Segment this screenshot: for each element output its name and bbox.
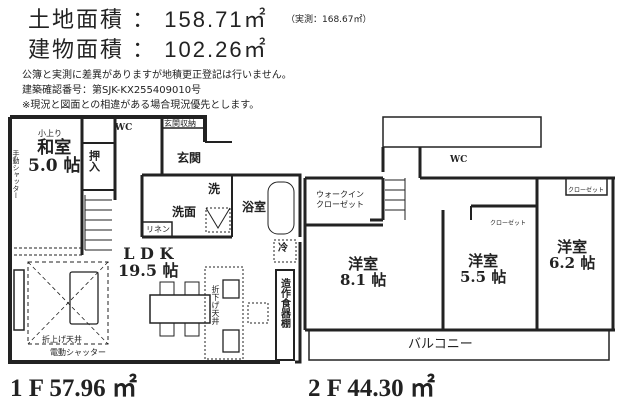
building-area-label: 建物面積: [28, 37, 125, 62]
walkin-closet-label: ウォークイン クローゼット: [316, 190, 364, 210]
linen-label: リネン: [146, 225, 170, 234]
ceiling-label: 折上げ天井: [42, 335, 82, 344]
cupboard-label: 造作食器棚: [278, 278, 290, 328]
closet-label-1: クローゼット: [568, 187, 605, 194]
building-area: 建物面積 ： 102.26㎡: [28, 37, 268, 62]
balcony-label: バルコニー: [408, 337, 473, 352]
kitchen-ceiling-label: 折下げ天井: [211, 285, 220, 325]
land-area: 土地面積 ： 158.71㎡: [28, 7, 268, 32]
note-2: 建築確認番号：第SJK-KX255409010号: [22, 85, 202, 96]
washer-label: 洗: [208, 182, 221, 196]
land-area-label: 土地面積: [28, 7, 125, 32]
closet-label-2: クローゼット: [490, 220, 527, 227]
shutter-side-label: 手動シャッター: [12, 150, 20, 199]
washitsu-label: 和室 5.0 帖: [28, 138, 81, 176]
washitsu-note: 小上り: [38, 129, 62, 138]
genkan-label: 玄関: [177, 151, 202, 165]
room-1-label: 洋室 8.1 帖: [340, 255, 387, 289]
senmen-label: 洗面: [172, 205, 197, 219]
fridge-label: 冷: [278, 243, 288, 254]
wc-2f-label: WC: [450, 155, 468, 165]
wc-1f-label: WC: [115, 123, 133, 133]
land-area-measured: （実測：168.67㎡）: [286, 15, 372, 25]
land-area-value: 158.71㎡: [164, 7, 268, 32]
room-2-label: 洋室 5.5 帖: [460, 252, 507, 286]
genkan-storage-label: 玄関収納: [164, 119, 196, 128]
electric-shutter-label: 電動シャッター: [50, 348, 106, 357]
floor2-area: 2 F 44.30 ㎡: [308, 375, 435, 402]
floor1-area: 1 F 57.96 ㎡: [10, 375, 137, 402]
bath-label: 浴室: [242, 200, 267, 214]
note-3: ※現況と図面との相違がある場合現況優先とします。: [22, 100, 260, 111]
ldk-label: L D K 19.5 帖: [118, 244, 179, 280]
note-1: 公簿と実測に差異がありますが地積更正登記は行いません。: [22, 70, 292, 81]
building-area-value: 102.26㎡: [164, 37, 268, 62]
oshiire-label: 押入: [87, 150, 101, 172]
room-3-label: 洋室 6.2 帖: [549, 238, 596, 272]
